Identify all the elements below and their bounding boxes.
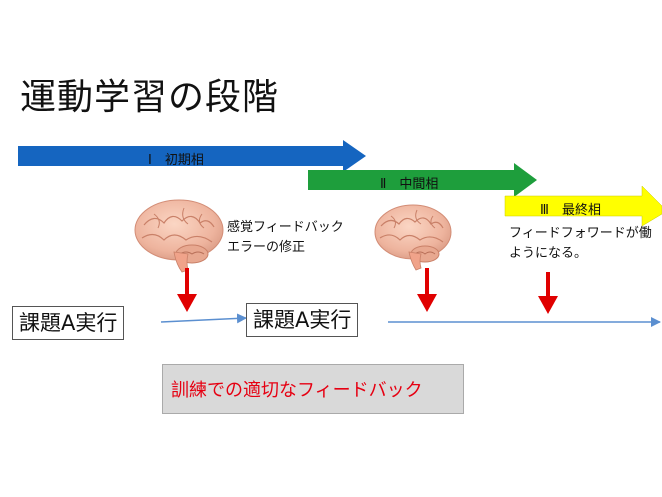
page-title: 運動学習の段階: [20, 77, 280, 118]
task-a-execution-box: 課題A実行: [246, 303, 359, 337]
phase-label-intermediate: Ⅱ 中間相: [380, 177, 439, 192]
timeline-arrow-1: [160, 313, 247, 324]
task-a-execution-box: 課題A実行: [12, 306, 125, 340]
phase-arrow-initial: [18, 140, 366, 172]
phase-label-initial: Ⅰ 初期相: [148, 153, 204, 168]
brain-icon: [134, 199, 224, 273]
sensory-feedback-line1: 感覚フィードバック: [227, 220, 344, 235]
feedforward-line1: フィードフォワードが働: [509, 226, 652, 241]
sensory-feedback-line2: エラーの修正: [227, 240, 306, 255]
phase-label-final: Ⅲ 最終相: [540, 203, 601, 218]
feedforward-note: フィードフォワードが働 ようになる。: [509, 224, 662, 264]
red-down-arrow-icon: [177, 268, 197, 312]
brain-icon: [374, 204, 452, 271]
feedforward-line2: ようになる。: [509, 246, 588, 261]
training-feedback-box: 訓練での適切なフィードバック: [162, 364, 464, 414]
red-down-arrow-icon: [538, 272, 558, 314]
phase-arrow-final: [504, 185, 662, 227]
phase-arrow-intermediate: [308, 163, 537, 197]
red-down-arrow-icon: [417, 268, 437, 312]
sensory-feedback-note: 感覚フィードバック エラーの修正: [227, 218, 344, 258]
